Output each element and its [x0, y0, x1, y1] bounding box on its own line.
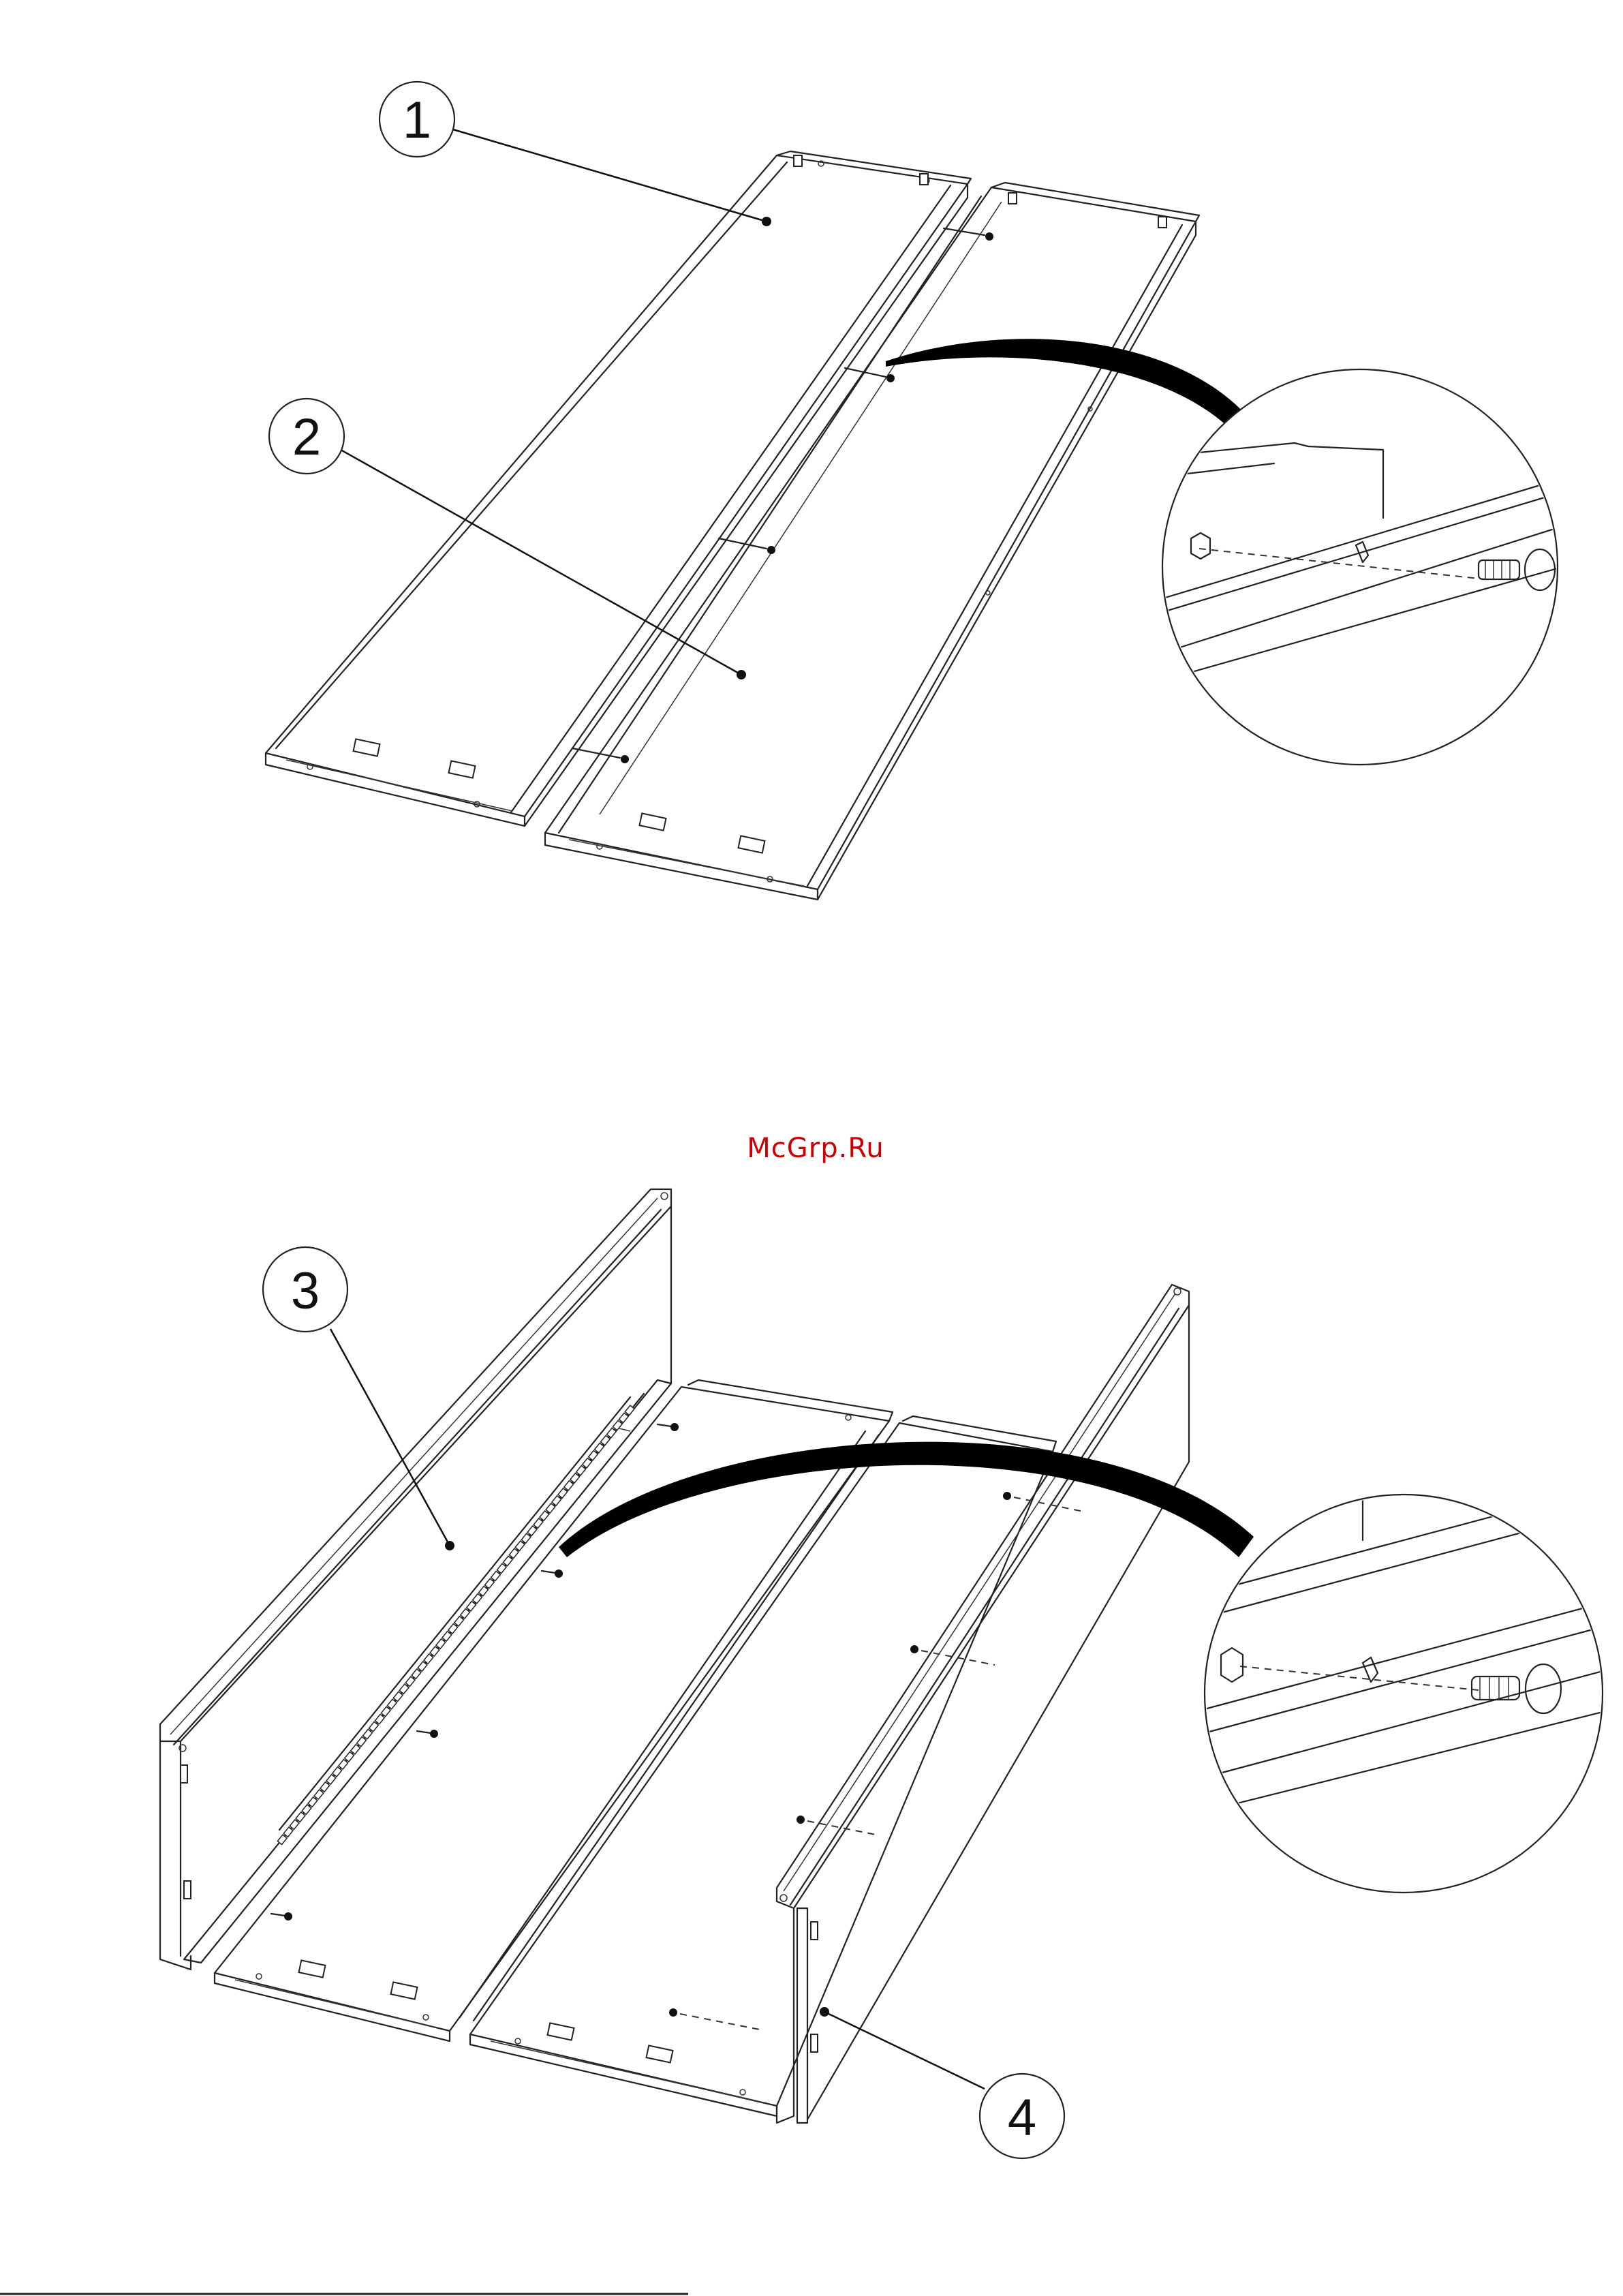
screw-icon [944, 228, 993, 241]
panel-1 [266, 151, 971, 826]
slot [354, 739, 380, 756]
top-assembly: 1 2 [266, 82, 1567, 900]
side-wall-4 [777, 1285, 1189, 2123]
floor-trays [215, 1380, 1056, 2116]
callout-4: 4 [820, 2007, 1064, 2158]
callout-1: 1 [380, 82, 771, 226]
callout-2: 2 [269, 399, 746, 679]
screw-icon [658, 1423, 679, 1431]
screw-icon [669, 2008, 760, 2030]
rack-strip [184, 1380, 671, 1963]
slot [449, 761, 476, 778]
callout-4-label: 4 [1008, 2089, 1036, 2147]
callout-2-label: 2 [292, 408, 321, 466]
callout-3: 3 [263, 1247, 454, 1550]
callout-3-label: 3 [291, 1262, 320, 1320]
detail-pointer-arc [886, 339, 1247, 433]
callout-1-label: 1 [403, 91, 431, 149]
watermark-logo: McGrp.Ru [747, 1133, 884, 1164]
slot [640, 813, 666, 830]
side-wall-3 [160, 1189, 671, 1970]
detail-pointer-arc [559, 1442, 1254, 1557]
screw-icon [845, 368, 895, 382]
screw-icon [417, 1730, 438, 1738]
detail-magnifier-icon [1158, 369, 1567, 765]
detail-magnifier-icon [1199, 1486, 1608, 1893]
bottom-assembly: 3 4 [160, 1189, 1608, 2158]
screw-icon [542, 1570, 563, 1578]
screw-icon [271, 1912, 292, 1920]
panel-2 [545, 183, 1199, 900]
slot [739, 836, 765, 853]
screw-icon [572, 748, 629, 763]
